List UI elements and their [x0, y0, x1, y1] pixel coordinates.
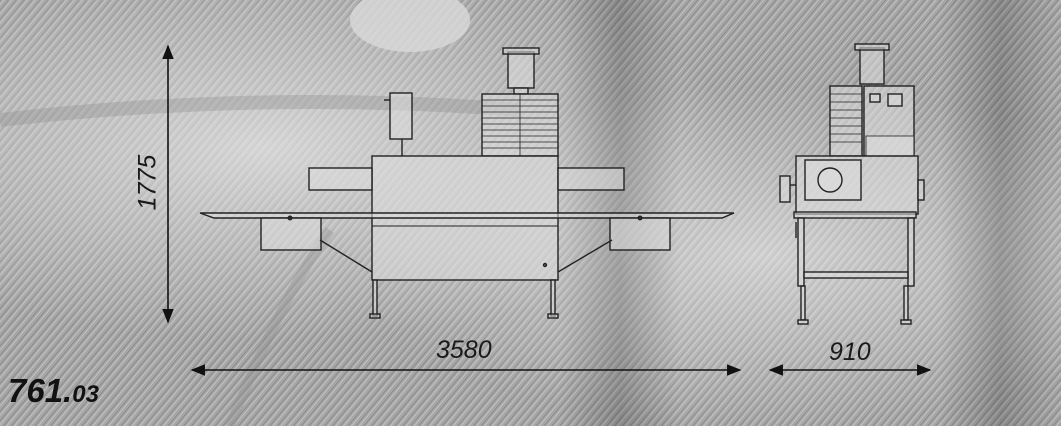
model-number-main: 761.	[8, 372, 73, 409]
side-view	[199, 47, 735, 319]
height-dimension-label: 1775	[133, 154, 162, 211]
model-number-sub: 03	[72, 381, 99, 408]
front-view	[779, 43, 925, 325]
model-number: 761.03	[8, 372, 99, 410]
width-dimension-label: 910	[829, 338, 871, 366]
length-dimension-label: 3580	[436, 336, 492, 364]
